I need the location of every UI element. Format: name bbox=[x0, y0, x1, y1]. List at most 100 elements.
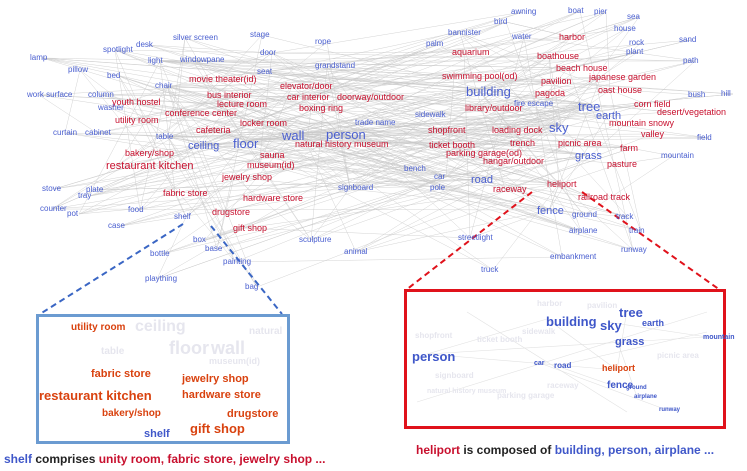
network-edge bbox=[459, 32, 591, 105]
network-edge bbox=[268, 71, 478, 109]
node-grandstand: grandstand bbox=[315, 61, 356, 70]
network-edge bbox=[503, 76, 602, 131]
node-cabinet: cabinet bbox=[85, 128, 111, 137]
network-edge bbox=[167, 136, 225, 213]
node-counter: counter bbox=[40, 204, 67, 213]
network-edge bbox=[139, 140, 246, 211]
network-edge bbox=[439, 11, 607, 131]
network-edge bbox=[185, 140, 246, 218]
node-bench: bench bbox=[404, 164, 426, 173]
node-plaything: plaything bbox=[145, 274, 178, 283]
network-edge bbox=[348, 96, 505, 131]
caption-left: shelf comprises unity room, fabric store… bbox=[4, 452, 325, 466]
node-seat: seat bbox=[257, 67, 273, 76]
node-track: track bbox=[616, 212, 634, 221]
node-fence: fence bbox=[537, 205, 564, 217]
network-edge bbox=[191, 59, 734, 95]
network-edge bbox=[244, 227, 471, 239]
node-sky: sky bbox=[549, 120, 569, 135]
network-edge bbox=[147, 44, 479, 90]
node-aquarium: aquarium bbox=[452, 47, 490, 57]
network-edge bbox=[548, 209, 642, 232]
zoom-label-bakery-shop: bakery/shop bbox=[102, 408, 161, 419]
network-edge bbox=[366, 122, 588, 156]
zoom-edge bbox=[466, 311, 628, 413]
node-food: food bbox=[128, 205, 144, 214]
network-edge bbox=[41, 57, 548, 94]
ghost-label: sidewalk bbox=[522, 327, 556, 336]
network-edge bbox=[199, 137, 710, 146]
ghost-label: natural history museum bbox=[427, 388, 507, 395]
network-edge bbox=[482, 154, 588, 180]
network-edge bbox=[349, 103, 647, 189]
network-edge bbox=[567, 51, 639, 69]
node-building: building bbox=[466, 84, 511, 99]
network-edge bbox=[38, 67, 569, 96]
network-edge bbox=[114, 49, 187, 218]
node-doorway-outdoor: doorway/outdoor bbox=[337, 92, 405, 102]
network-edge bbox=[156, 216, 187, 280]
network-edge bbox=[97, 124, 562, 191]
network-edge bbox=[64, 132, 633, 149]
node-embankment: embankment bbox=[550, 252, 597, 261]
ghost-label: ticket booth bbox=[477, 335, 523, 344]
zoom-label-mountain: mountain bbox=[703, 334, 735, 341]
network-edge bbox=[618, 155, 674, 165]
node-awning: awning bbox=[511, 7, 537, 16]
node-raceway: raceway bbox=[493, 184, 527, 194]
node-shelf: shelf bbox=[174, 212, 191, 221]
node-ceiling: ceiling bbox=[188, 140, 220, 152]
node-water: water bbox=[512, 32, 532, 41]
node-floor: floor bbox=[233, 136, 259, 151]
node-youth-hostel: youth hostel bbox=[112, 97, 161, 107]
zoom-edge bbox=[536, 361, 668, 411]
network-edge bbox=[293, 132, 620, 165]
node-bottle: bottle bbox=[150, 249, 170, 258]
network-edge bbox=[505, 21, 572, 38]
network-edge bbox=[271, 52, 591, 198]
ghost-label: picnic area bbox=[657, 351, 699, 360]
network-edge bbox=[167, 136, 236, 263]
node-truck: truck bbox=[481, 265, 499, 274]
network-edge bbox=[199, 144, 258, 288]
network-edge bbox=[167, 51, 465, 138]
network-edge bbox=[97, 10, 581, 191]
network-edge bbox=[349, 160, 496, 189]
network-edge bbox=[99, 94, 496, 162]
node-car: car bbox=[434, 172, 446, 181]
node-stove: stove bbox=[42, 184, 62, 193]
network-edge bbox=[89, 132, 295, 197]
zoom-label-person: person bbox=[412, 349, 456, 364]
network-edge bbox=[293, 10, 581, 134]
network-edge bbox=[167, 88, 479, 138]
network-edge bbox=[326, 65, 734, 95]
node-beach-house: beach house bbox=[556, 63, 608, 73]
network-edge bbox=[233, 164, 260, 178]
network-edge bbox=[306, 142, 523, 145]
network-edge bbox=[477, 88, 582, 232]
node-hill: hill bbox=[721, 89, 731, 98]
ghost-label: museum(id) bbox=[209, 356, 261, 366]
network-edge bbox=[589, 89, 611, 105]
node-case: case bbox=[108, 221, 125, 230]
network-edge bbox=[41, 57, 459, 154]
network-edge bbox=[176, 11, 524, 114]
node-museum: museum(id) bbox=[247, 160, 295, 170]
node-column: column bbox=[88, 90, 114, 99]
network-edge bbox=[293, 114, 609, 134]
network-edge bbox=[589, 103, 642, 232]
network-edge bbox=[161, 178, 484, 255]
network-edge bbox=[216, 154, 588, 250]
zoom-edge bbox=[426, 336, 708, 355]
zoom-label-heliport: heliport bbox=[602, 363, 635, 373]
network-edge bbox=[136, 140, 246, 154]
network-edge bbox=[337, 131, 582, 232]
network-edge bbox=[191, 59, 484, 180]
network-edge bbox=[244, 140, 634, 251]
network-edge bbox=[109, 107, 550, 211]
network-edge bbox=[256, 133, 654, 288]
zoom-label-runway: runway bbox=[659, 407, 681, 413]
node-ground: ground bbox=[572, 210, 597, 219]
node-field: field bbox=[697, 133, 712, 142]
network-edge bbox=[337, 131, 642, 232]
